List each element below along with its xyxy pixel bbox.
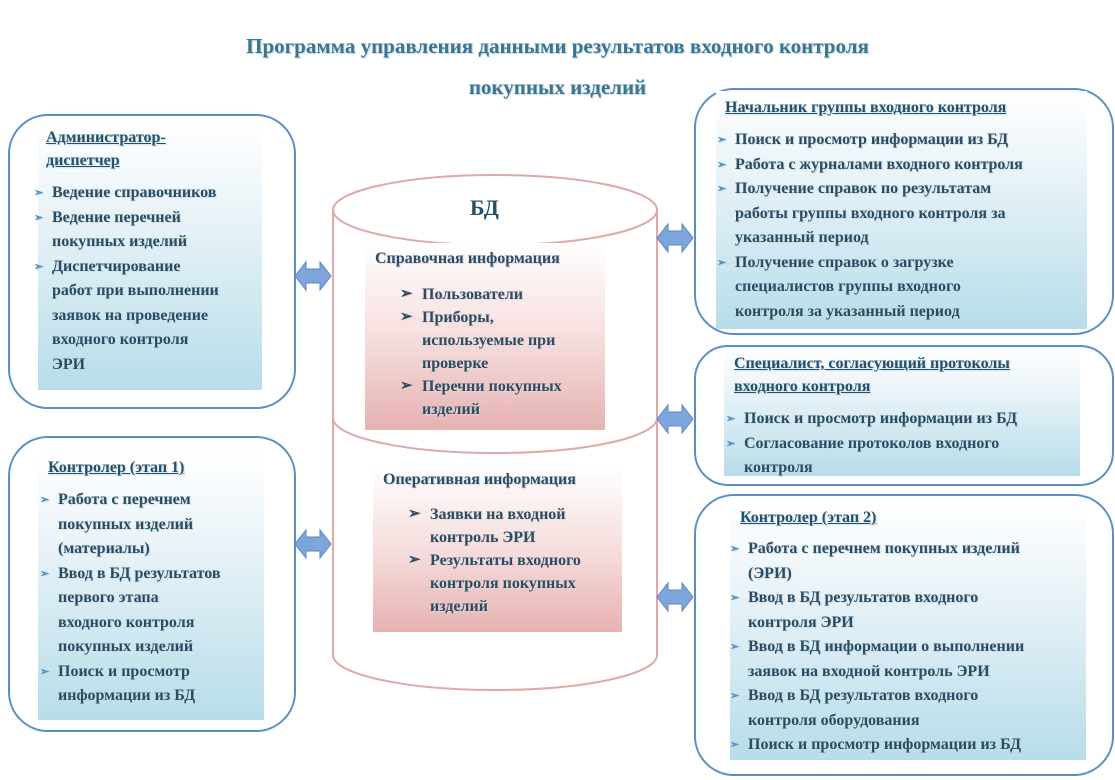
group-head-panel [716,91,1087,329]
triangle-bullet-icon: ➢ [34,260,44,273]
check-arrow-icon: ➢ [408,506,421,522]
check-arrow-icon: ➢ [408,552,421,568]
list-item: ➢Ведение перечней покупных изделий [34,206,264,255]
list-item: ➢Ведение справочников [34,181,264,206]
reference-info-heading: Справочная информация [375,250,560,267]
controller-stage2-panel [730,502,1086,760]
triangle-bullet-icon: ➢ [730,543,740,555]
list-item: ➢Заявки на входной контроль ЭРИ [408,503,622,549]
triangle-bullet-icon: ➢ [730,641,740,653]
group-head-tasks: ➢Поиск и просмотр информации из БД ➢Рабо… [717,128,1097,324]
protocol-approver-panel [724,348,1080,476]
list-item: ➢Поиск и просмотр информации из БД [726,407,1086,432]
list-item: ➢Пользователи [400,283,600,306]
admin-dispatcher-panel [38,122,262,390]
triangle-bullet-icon: ➢ [726,413,736,425]
double-arrow-icon [656,222,694,254]
protocol-approver-role: Специалист, согласующий протоколы входно… [734,355,1010,395]
list-item: ➢Получение справок по результатам работы… [717,177,1097,251]
list-item: ➢Перечни покупных изделий [400,375,600,421]
list-item: ➢Приборы, используемые при проверке [400,306,600,375]
protocol-approver-tasks: ➢Поиск и просмотр информации из БД ➢Согл… [726,407,1086,481]
operational-info-panel [373,465,622,632]
triangle-bullet-icon: ➢ [40,494,50,506]
reference-info-list: ➢Пользователи ➢Приборы, используемые при… [400,283,600,421]
operational-info-list: ➢Заявки на входной контроль ЭРИ ➢Результ… [408,503,622,618]
list-item: ➢Поиск и просмотр информации из БД [40,660,268,709]
triangle-bullet-icon: ➢ [730,690,740,702]
list-item: ➢Ввод в БД результатов первого этапа вхо… [40,562,268,660]
double-arrow-icon [656,403,694,435]
database-label: БД [470,195,499,220]
triangle-bullet-icon: ➢ [717,134,727,146]
check-arrow-icon: ➢ [400,286,413,302]
diagram-title-line2: покупных изделий [468,75,647,99]
controller-stage1-tasks: ➢Работа с перечнем покупных изделий (мат… [40,488,268,709]
triangle-bullet-icon: ➢ [730,739,740,751]
diagram-title-line1: Программа управления данными результатов… [246,34,869,58]
list-item: ➢Поиск и просмотр информации из БД [717,128,1097,153]
controller-stage1-panel [38,452,264,720]
triangle-bullet-icon: ➢ [730,592,740,604]
double-arrow-icon [656,581,694,613]
list-item: ➢Ввод в БД результатов входного контроля… [730,684,1102,733]
reference-info-panel [365,243,605,430]
triangle-bullet-icon: ➢ [717,158,727,171]
controller-stage1-role: Контролер (этап 1) [48,459,185,476]
controller-stage2-tasks: ➢Работа с перечнем покупных изделий (ЭРИ… [730,537,1102,758]
operational-info-heading: Оперативная информация [383,471,576,488]
list-item: ➢Ввод в БД информации о выполнении заяво… [730,635,1102,684]
list-item: ➢Работа с перечнем покупных изделий (мат… [40,488,268,562]
list-item: ➢Диспетчирование работ при выполнении за… [34,255,264,378]
triangle-bullet-icon: ➢ [726,437,736,450]
triangle-bullet-icon: ➢ [40,567,50,580]
triangle-bullet-icon: ➢ [40,665,50,678]
admin-dispatcher-role: Администратор- диспетчер [46,129,166,169]
check-arrow-icon: ➢ [400,309,413,325]
list-item: ➢Поиск и просмотр информации из БД [730,733,1102,758]
list-item: ➢Результаты входного контроля покупных и… [408,549,622,618]
controller-stage2-role: Контролер (этап 2) [740,509,877,526]
list-item: ➢Работа с перечнем покупных изделий (ЭРИ… [730,537,1102,586]
double-arrow-icon [294,260,332,292]
check-arrow-icon: ➢ [400,378,413,394]
admin-dispatcher-tasks: ➢Ведение справочников ➢Ведение перечней … [34,181,264,377]
triangle-bullet-icon: ➢ [34,187,44,199]
double-arrow-icon [294,528,332,560]
list-item: ➢Получение справок о загрузке специалист… [717,251,1097,325]
list-item: ➢Работа с журналами входного контроля [717,153,1097,178]
triangle-bullet-icon: ➢ [717,256,727,269]
group-head-role: Начальник группы входного контроля [725,99,1007,116]
list-item: ➢Согласование протоколов входного контро… [726,432,1086,481]
triangle-bullet-icon: ➢ [34,211,44,224]
triangle-bullet-icon: ➢ [717,183,727,195]
list-item: ➢Ввод в БД результатов входного контроля… [730,586,1102,635]
